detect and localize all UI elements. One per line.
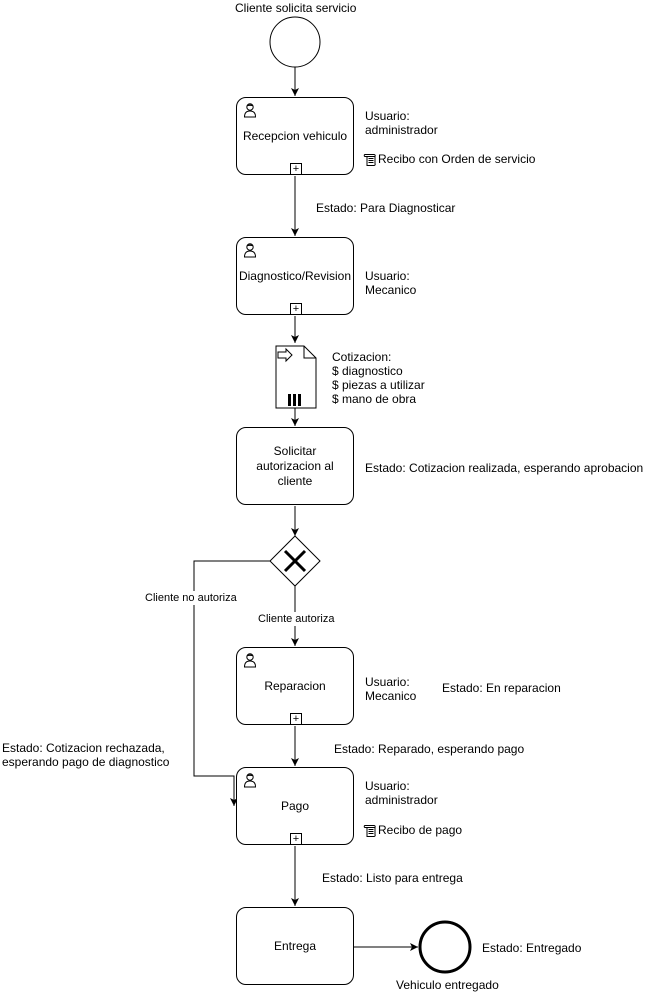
task-label: Entrega xyxy=(273,938,317,953)
scroll-document-icon xyxy=(363,153,376,166)
gateway-no-label: Cliente no autoriza xyxy=(144,591,238,605)
subprocess-plus-icon[interactable]: + xyxy=(290,713,302,725)
start-event[interactable] xyxy=(269,16,321,68)
task-label: Recepcion vehiculo xyxy=(242,128,348,143)
diagnostico-user-value: Mecanico xyxy=(365,283,417,297)
collection-marker-icon xyxy=(288,394,291,406)
cotizacion-title: Cotizacion: xyxy=(332,350,392,364)
pago-document: Recibo de pago xyxy=(363,823,462,838)
pago-user-label: Usuario: xyxy=(365,779,410,793)
task-entrega[interactable]: Entrega xyxy=(236,907,354,985)
data-object-cotizacion[interactable] xyxy=(275,345,317,409)
task-recepcion-vehiculo[interactable]: Recepcion vehiculo + xyxy=(236,97,354,175)
flow-gateway-to-pago xyxy=(193,560,270,806)
task-label: Solicitar autorizacion al cliente xyxy=(256,443,334,488)
gateway-yes-label: Cliente autoriza xyxy=(257,612,336,626)
state-en-reparacion: Estado: En reparacion xyxy=(442,681,561,695)
state-cotizacion-rechazada-1: Estado: Cotizacion rechazada, xyxy=(2,741,165,755)
state-listo-para-entrega: Estado: Listo para entrega xyxy=(322,871,463,885)
task-reparacion[interactable]: Reparacion + xyxy=(236,647,354,725)
scroll-document-icon xyxy=(363,824,376,837)
task-pago[interactable]: Pago + xyxy=(236,767,354,845)
document-label: Recibo con Orden de servicio xyxy=(378,152,536,166)
user-icon xyxy=(243,653,257,668)
user-icon xyxy=(243,243,257,258)
reparacion-user-label: Usuario: xyxy=(365,675,410,689)
subprocess-plus-icon[interactable]: + xyxy=(290,303,302,315)
state-entregado: Estado: Entregado xyxy=(482,941,582,955)
state-reparado: Estado: Reparado, esperando pago xyxy=(334,742,525,756)
recepcion-user-value: administrador xyxy=(365,123,438,137)
task-label: Diagnostico/Revision xyxy=(238,268,352,283)
user-icon xyxy=(243,773,257,788)
recepcion-document: Recibo con Orden de servicio xyxy=(363,152,535,167)
cotizacion-line-3: $ mano de obra xyxy=(332,392,417,406)
user-icon xyxy=(243,103,257,118)
diagnostico-user-label: Usuario: xyxy=(365,269,410,283)
task-label: Reparacion xyxy=(264,678,326,693)
task-diagnostico-revision[interactable]: Diagnostico/Revision + xyxy=(236,237,354,315)
cotizacion-line-2: $ piezas a utilizar xyxy=(332,378,425,392)
pago-user-value: administrador xyxy=(365,793,438,807)
cotizacion-line-1: $ diagnostico xyxy=(332,364,403,378)
end-event-label: Vehiculo entregado xyxy=(396,978,499,992)
recepcion-user-label: Usuario: xyxy=(365,109,410,123)
subprocess-plus-icon[interactable]: + xyxy=(290,833,302,845)
state-cotizacion-rechazada-2: esperando pago de diagnostico xyxy=(2,755,170,769)
task-label: Pago xyxy=(280,798,310,813)
reparacion-user-value: Mecanico xyxy=(365,689,417,703)
input-arrow-icon xyxy=(277,347,293,363)
document-label: Recibo de pago xyxy=(378,823,463,837)
state-cotizacion-realizada: Estado: Cotizacion realizada, esperando … xyxy=(365,461,644,475)
end-event[interactable] xyxy=(418,920,472,974)
start-event-label: Cliente solicita servicio xyxy=(235,1,357,15)
task-solicitar-autorizacion[interactable]: Solicitar autorizacion al cliente xyxy=(236,427,354,505)
state-para-diagnosticar: Estado: Para Diagnosticar xyxy=(316,201,456,215)
exclusive-gateway[interactable] xyxy=(269,535,321,587)
subprocess-plus-icon[interactable]: + xyxy=(290,163,302,175)
